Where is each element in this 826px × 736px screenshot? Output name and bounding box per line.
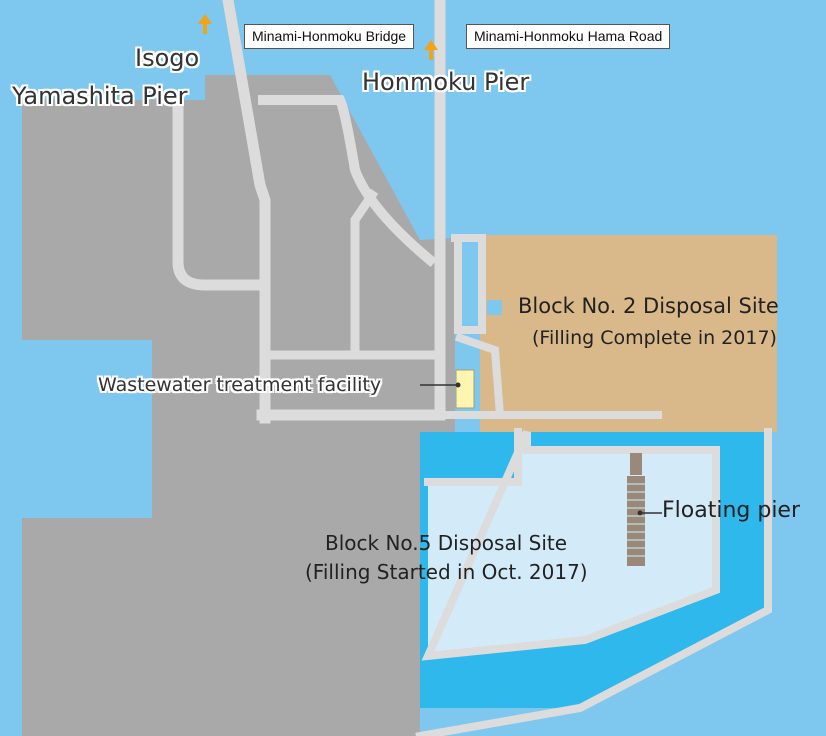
label-block5-line1: Block No.5 Disposal Site	[325, 531, 568, 555]
label-wastewater-facility: Wastewater treatment facility	[98, 374, 382, 396]
label-minami-honmoku-bridge: Minami-Honmoku Bridge	[244, 24, 415, 49]
road-north-branch	[258, 95, 438, 268]
road-outer-seawall	[415, 428, 772, 736]
wastewater-facility	[455, 369, 475, 409]
road-hama	[256, 0, 446, 421]
label-block2-line1: Block No. 2 Disposal Site	[518, 294, 779, 318]
legend-square-icon	[487, 300, 502, 315]
north-arrow-icon	[198, 14, 212, 34]
road-west-loop	[172, 102, 269, 291]
block2-area	[480, 235, 777, 432]
label-honmoku-pier: Honmoku Pier	[362, 68, 530, 96]
floating-pier-leader-dot	[637, 510, 643, 516]
label-block2-line2: (Filling Complete in 2017)	[532, 327, 777, 349]
label-yamashita-pier: Yamashita Pier	[12, 82, 188, 110]
floating-pier-icon	[627, 453, 645, 566]
land-area	[22, 75, 455, 736]
label-floating-pier: Floating pier	[662, 498, 801, 523]
sea-inlet	[22, 340, 152, 518]
wastewater-leader-dot	[455, 382, 461, 388]
road-middle-diagonal	[350, 188, 379, 360]
north-arrow-icon-2	[424, 40, 438, 60]
label-minami-honmoku-hama-road: Minami-Honmoku Hama Road	[466, 24, 671, 49]
road-network	[172, 0, 772, 736]
road-bridge	[222, 0, 271, 424]
road-block5-outline	[421, 428, 720, 661]
label-isogo: Isogo	[135, 44, 200, 72]
label-block5-line2: (Filling Started in Oct. 2017)	[305, 560, 588, 584]
